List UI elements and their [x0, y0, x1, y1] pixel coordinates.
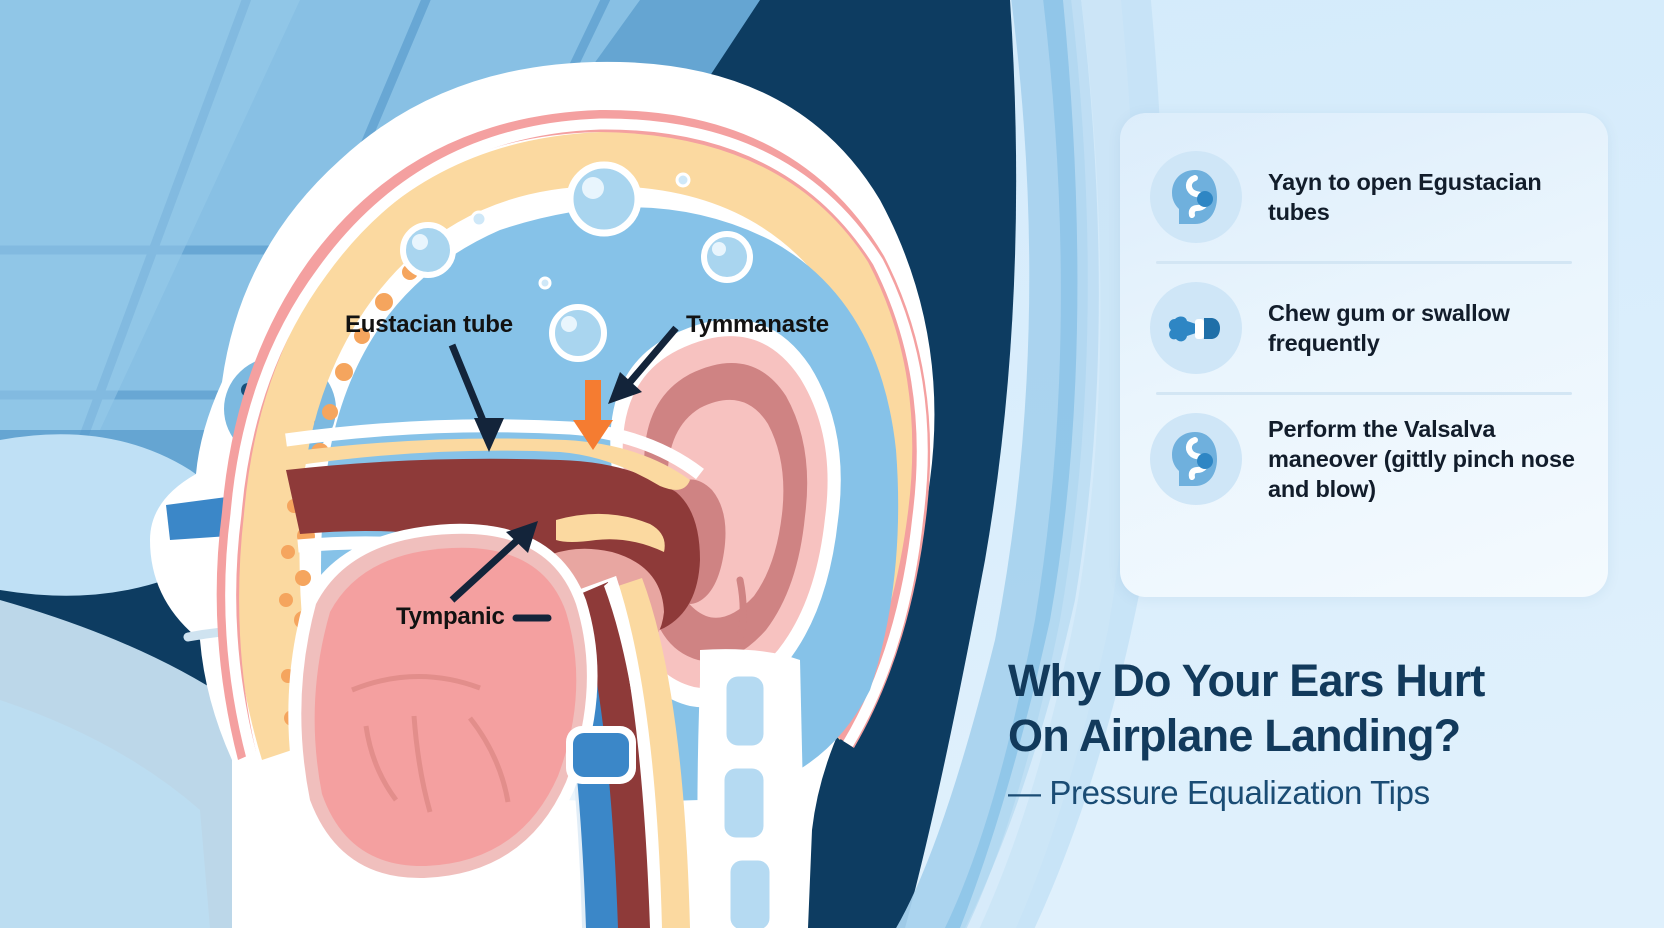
tip-item-yawn[interactable]: Yayn to open Egustacian tubes — [1150, 149, 1578, 245]
headline-line-2: On Airplane Landing? — [1008, 709, 1461, 761]
head-valsalva-icon — [1150, 413, 1242, 505]
diagram-label-tympanic: Tympanic — [396, 603, 505, 630]
chewing-gum-icon — [1150, 282, 1242, 374]
tips-card: Yayn to open Egustacian tubes Chew gum o… — [1120, 113, 1608, 597]
tip-label-chew-gum: Chew gum or swallow frequently — [1268, 299, 1510, 356]
eustacian-leader-arrow — [448, 343, 490, 430]
tip-label-valsalva: Perform the Valsalva maneover (gittly pi… — [1268, 415, 1575, 503]
headline-block: Why Do Your Ears Hurt On Airplane Landin… — [1008, 654, 1608, 815]
tip-label-yawn: Yayn to open Egustacian tubes — [1268, 168, 1542, 225]
eustachian-lining — [288, 438, 690, 490]
cervical-spine — [697, 649, 806, 928]
diagram-label-tympanaste: Tymmanaste — [686, 311, 829, 338]
oral-cavity — [288, 523, 598, 895]
pressure-arrow-icon — [573, 380, 613, 450]
larynx-node — [566, 726, 636, 784]
head-yawn-eustachian-icon — [1150, 151, 1242, 243]
headline-subtitle: — Pressure Equalization Tips — [1008, 773, 1430, 811]
tip-item-chew-gum[interactable]: Chew gum or swallow frequently — [1150, 280, 1578, 376]
headline-line-1: Why Do Your Ears Hurt — [1008, 655, 1485, 706]
diagram-label-eustacian-tube: Eustacian tube — [345, 311, 513, 338]
tympanic-leader-arrow — [449, 533, 525, 603]
tympanaste-leader-arrow — [622, 325, 679, 391]
tip-divider-1 — [1156, 261, 1572, 264]
tip-item-valsalva[interactable]: Perform the Valsalva maneover (gittly pi… — [1150, 411, 1578, 507]
tip-divider-2 — [1156, 392, 1572, 395]
air-bubbles — [400, 161, 753, 362]
